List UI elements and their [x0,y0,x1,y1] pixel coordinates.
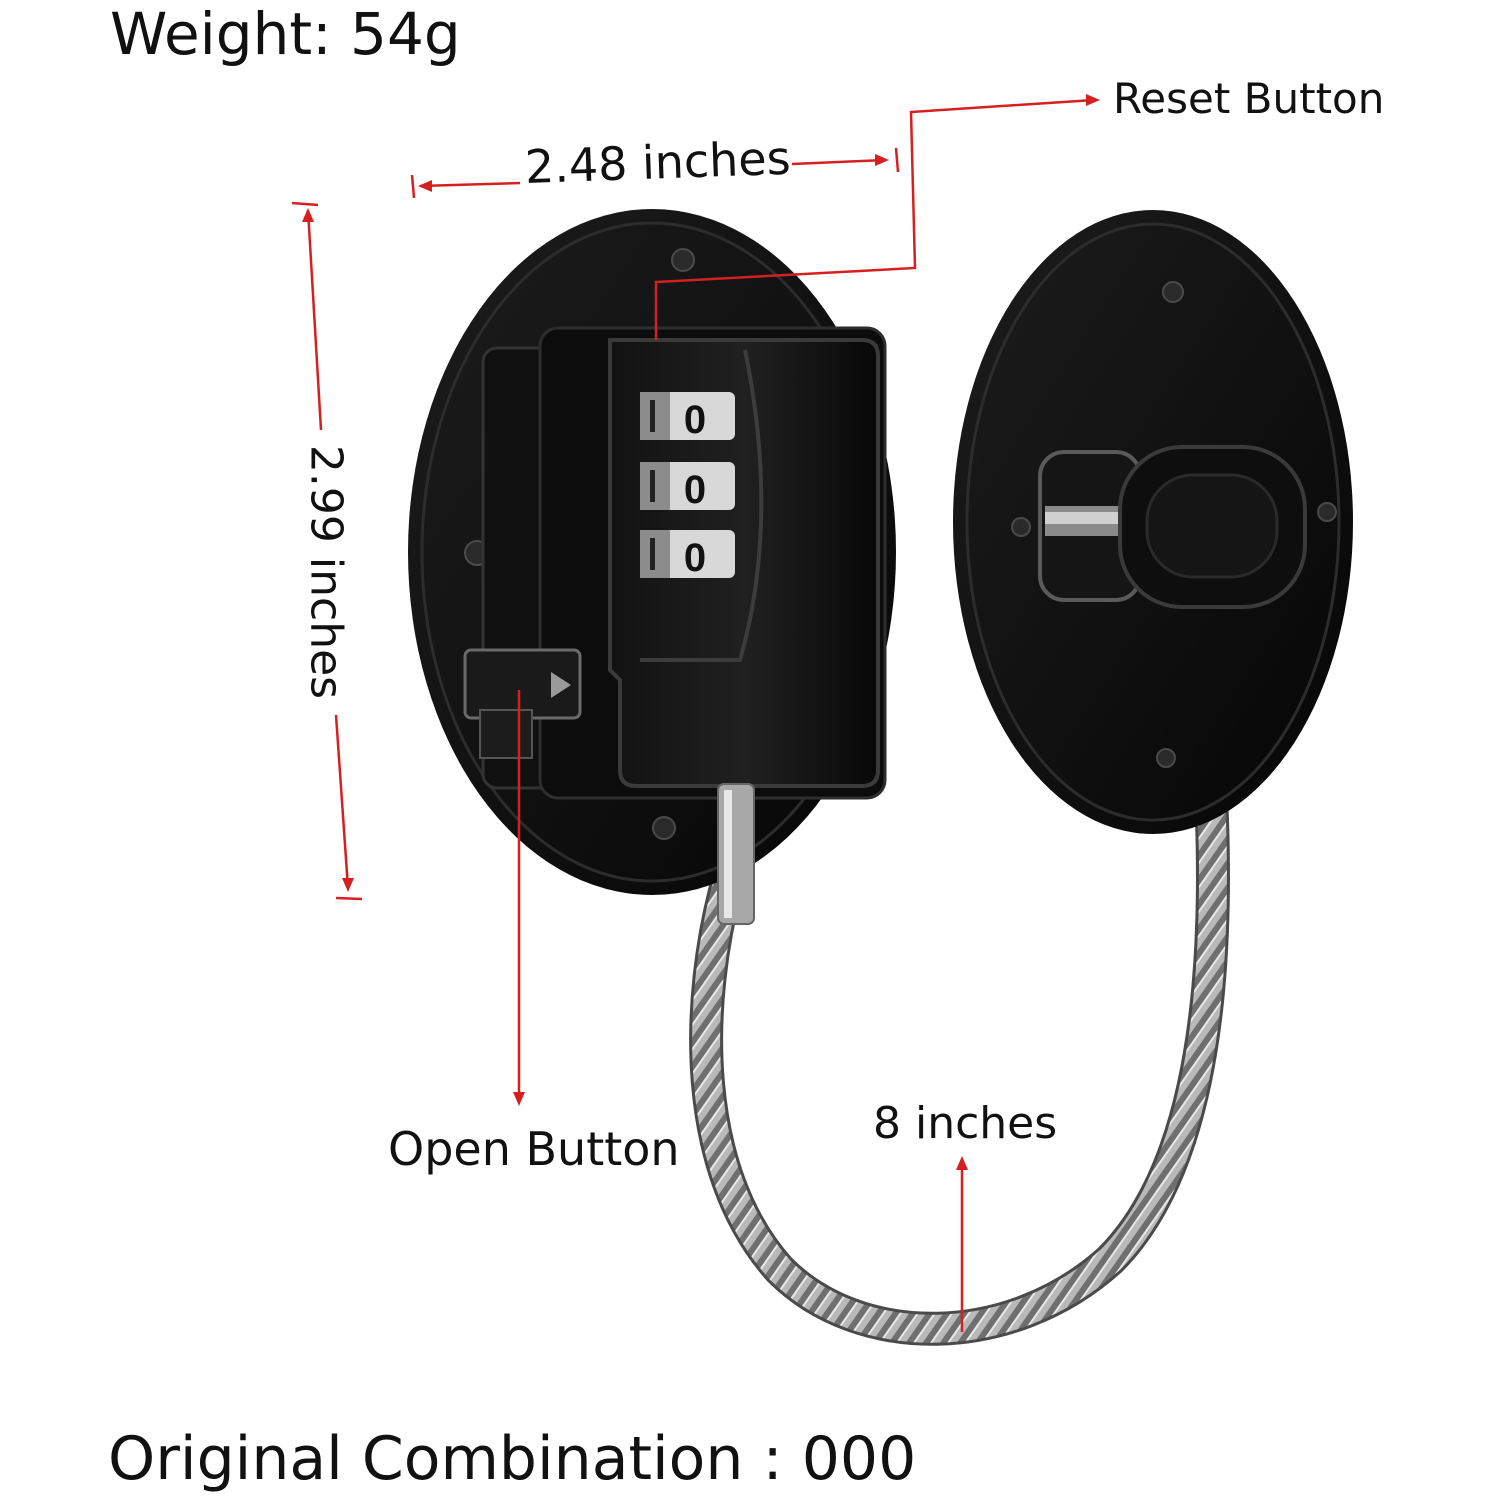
dial-digit: 0 [684,398,706,442]
screw-icon [671,248,695,272]
screw-icon [1011,517,1031,537]
dial-digit: 0 [684,536,706,580]
open-button-callout: Open Button [388,1122,680,1176]
screw-icon [1317,502,1337,522]
original-combination-spec: Original Combination : 000 [108,1424,917,1494]
screw-icon [1156,748,1176,768]
cable-plug [717,783,755,925]
dial-digit: 0 [684,468,706,512]
dimension-lines [291,94,1100,1332]
screw-icon [1162,281,1184,303]
weight-spec: Weight: 54g [110,0,461,68]
triangle-right-icon [551,672,571,698]
reset-button-callout: Reset Button [1113,74,1385,123]
combination-dial: 0 0 0 [640,392,735,580]
screw-icon [652,816,676,840]
combination-box [608,338,880,788]
cable-length-label: 8 inches [873,1098,1058,1149]
